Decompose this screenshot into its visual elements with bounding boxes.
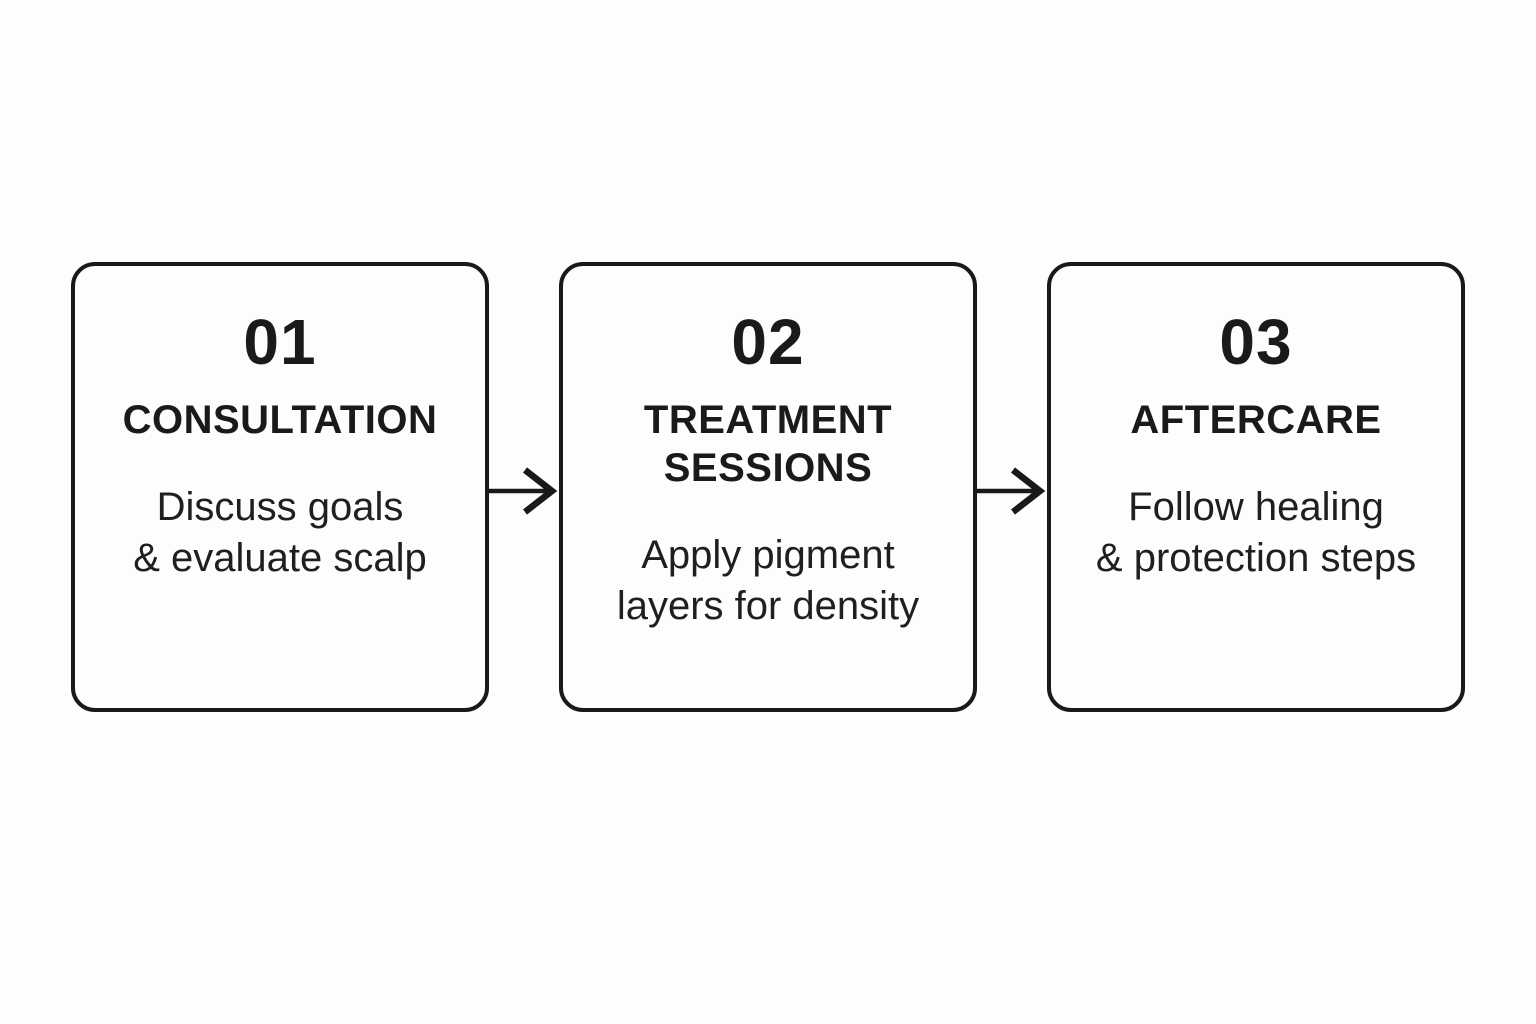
step-title: AFTERCARE [1130,398,1382,442]
step-number: 02 [731,306,805,378]
step-title: CONSULTATION [122,398,438,442]
step-card-aftercare: 03 AFTERCARE Follow healing & protection… [1047,262,1465,712]
arrow-right-icon [977,262,1047,712]
step-description: Follow healing & protection steps [1095,485,1417,581]
step-title: TREATMENT SESSIONS [643,398,893,490]
step-card-consultation: 01 CONSULTATION Discuss goals & evaluate… [71,262,489,712]
step-description: Apply pigment layers for density [616,533,920,629]
step-number: 01 [243,306,317,378]
step-description: Discuss goals & evaluate scalp [133,485,427,581]
step-card-treatment-sessions: 02 TREATMENT SESSIONS Apply pigment laye… [559,262,977,712]
process-flow-row: 01 CONSULTATION Discuss goals & evaluate… [0,262,1536,712]
step-number: 03 [1219,306,1293,378]
arrow-right-icon [489,262,559,712]
